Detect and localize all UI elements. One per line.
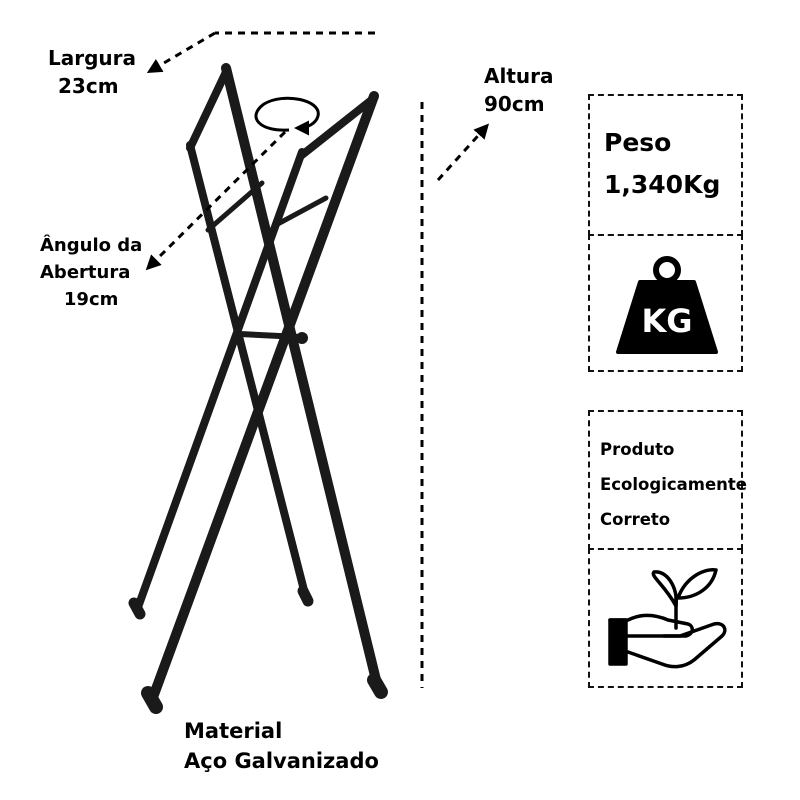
- eco-line3: Correto: [600, 510, 671, 529]
- weight-kg-icon: KG: [616, 256, 718, 354]
- eco-icon-box: [588, 548, 743, 688]
- rotation-icon: [254, 96, 320, 136]
- foot-cap-1: [141, 686, 163, 714]
- height-title: Altura: [484, 64, 554, 88]
- plant-in-hand-icon: [608, 567, 727, 669]
- frame-hinge-bar: [237, 331, 303, 340]
- width-title: Largura: [48, 46, 137, 70]
- frame-rail-right: [298, 94, 378, 159]
- weight-icon-box: [588, 234, 743, 372]
- angle-title-line1: Ângulo da: [40, 235, 143, 256]
- material-label: Material Aço Galvanizado: [184, 716, 379, 776]
- width-arrow-diag: [146, 31, 216, 74]
- stand-frame: [128, 63, 388, 714]
- foot-cap-3: [128, 597, 146, 620]
- frame-tube-front-b: [147, 91, 379, 705]
- eco-text: Produto Ecologicamente Correto: [600, 432, 747, 537]
- weight-icon-text: KG: [641, 302, 692, 340]
- material-value: Aço Galvanizado: [184, 749, 379, 773]
- angle-value: 19cm: [63, 289, 119, 310]
- width-value: 23cm: [58, 74, 119, 98]
- foot-cap-2: [367, 673, 388, 699]
- frame-crossbar-right: [271, 195, 329, 229]
- eco-line1: Produto: [600, 440, 675, 459]
- frame-rail-left: [186, 68, 230, 152]
- frame-tube-rear-c: [186, 141, 310, 602]
- height-arrow: [436, 123, 490, 182]
- angle-arrow: [145, 130, 287, 271]
- weight-title: Peso: [604, 128, 672, 157]
- hinge-bolt: [296, 332, 308, 344]
- width-label: Largura 23cm: [48, 44, 136, 100]
- weight-value: 1,340Kg: [604, 170, 721, 199]
- angle-title-line2: Abertura: [40, 262, 131, 283]
- angle-label: Ângulo da Abertura 19cm: [40, 232, 142, 313]
- height-value: 90cm: [484, 92, 545, 116]
- material-title: Material: [184, 719, 283, 743]
- weight-text: Peso 1,340Kg: [604, 122, 720, 206]
- eco-line2: Ecologicamente: [600, 475, 747, 494]
- frame-crossbar-left: [205, 180, 265, 233]
- height-label: Altura 90cm: [484, 62, 554, 118]
- foot-cap-4: [297, 585, 314, 607]
- frame-tube-front-a: [221, 63, 383, 693]
